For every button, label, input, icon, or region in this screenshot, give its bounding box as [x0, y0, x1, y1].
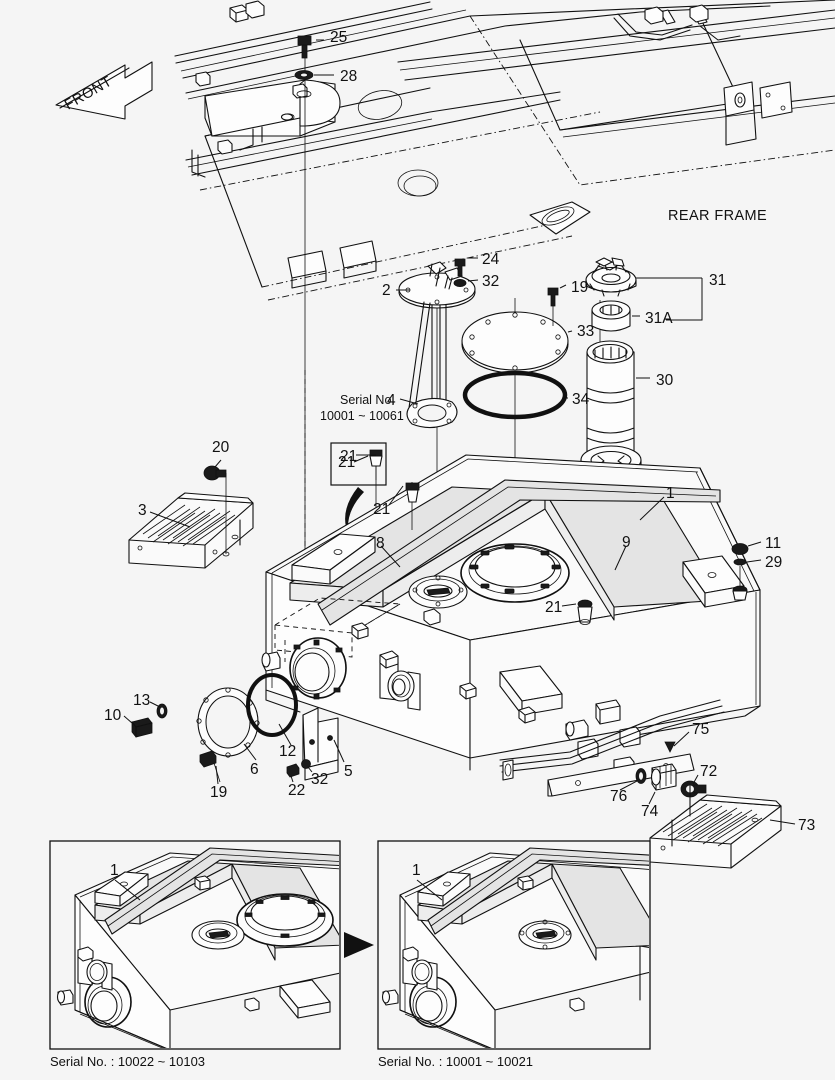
callout-75: 75 [692, 721, 709, 738]
part-32a-nut [453, 278, 467, 287]
inset-left-caption: Serial No. : 10022 ~ 10103 [50, 1054, 205, 1069]
serial-callout-line1: Serial No. [340, 393, 395, 407]
callout-20: 20 [212, 439, 230, 456]
serial-callout-line2: 10001 ~ 10061 [320, 409, 404, 423]
tank-small-opening [408, 575, 468, 609]
callout-19b: 19 [210, 784, 227, 801]
tank-front-flange-left [289, 637, 347, 700]
callout-30: 30 [656, 372, 674, 389]
part-33-cover-plate [461, 311, 569, 374]
inset-left-panel: 1 Serial No. : 10022 ~ 10103 [49, 840, 341, 1069]
part-20-bolt [203, 465, 230, 557]
part-10-plug [131, 717, 153, 738]
callout-29: 29 [765, 554, 782, 571]
part-22-nut [286, 763, 300, 778]
part-25-bolt [297, 35, 312, 59]
part-21b-plug [577, 599, 593, 625]
part-73-step-platform [649, 785, 782, 869]
serial-callout-item: 21 [338, 454, 355, 471]
callout-13: 13 [133, 692, 150, 709]
callout-31: 31 [709, 272, 726, 289]
callout-19a: 19 [571, 279, 588, 296]
part-28-washer [294, 70, 314, 98]
callout-24: 24 [482, 251, 500, 268]
part-32b-nut [301, 759, 311, 769]
tank-hex-bosses [351, 608, 536, 724]
callout-leaders [123, 39, 796, 825]
callout-6: 6 [250, 761, 259, 778]
part-29-washer [732, 558, 748, 601]
part-24-bolt [454, 258, 466, 277]
part-75-clip [664, 741, 676, 753]
tank-front-port-center [379, 650, 421, 711]
callout-8: 8 [376, 535, 385, 552]
part-76-oring [635, 768, 647, 784]
callout-2: 2 [382, 282, 391, 299]
callout-28: 28 [340, 68, 357, 85]
callout-32b: 32 [311, 771, 328, 788]
callout-12: 12 [279, 743, 296, 760]
tank-filler-ring [460, 543, 570, 603]
inset-right-item-1: 1 [412, 862, 421, 879]
callout-72: 72 [700, 763, 717, 780]
part-2-sender-unit [398, 261, 476, 421]
part-12-oring [246, 673, 298, 737]
callout-4: 4 [387, 392, 396, 409]
callout-34: 34 [572, 391, 590, 408]
callout-73: 73 [798, 817, 815, 834]
callout-25: 25 [330, 29, 347, 46]
callout-21b: 21 [373, 501, 390, 518]
inset-right-caption: Serial No. : 10001 ~ 10021 [378, 1054, 533, 1069]
tank-right-face-details [499, 699, 725, 797]
part-34-o-ring [462, 370, 568, 420]
part-4-gasket [406, 397, 458, 429]
callout-31A: 31A [645, 310, 673, 327]
callout-76: 76 [610, 788, 627, 805]
callout-numbers: 25 28 24 32 2 19 31 31A 33 30 34 4 20 21… [104, 29, 815, 834]
part-11-plug [731, 543, 749, 555]
inset-right-panel: 1 Serial No. : 10001 ~ 10021 [377, 840, 651, 1069]
callout-5: 5 [344, 763, 353, 780]
callout-74: 74 [641, 803, 659, 820]
part-31A-adapter [591, 300, 631, 332]
inset-comparison-arrow [344, 932, 374, 958]
part-13-oring [156, 703, 168, 719]
callout-11: 11 [765, 535, 781, 552]
part-5-bracket [302, 707, 339, 781]
callout-21c: 21 [545, 599, 562, 616]
part-31-filter-cap [585, 257, 637, 297]
tank-side-nipple [261, 651, 281, 672]
callout-9: 9 [622, 534, 631, 551]
part-19a-bolt [547, 287, 559, 326]
serial-no-callout: Serial No. 10001 ~ 10061 21 [320, 393, 404, 536]
callout-32a: 32 [482, 273, 499, 290]
callout-1: 1 [666, 485, 675, 502]
part-21a-plug [405, 482, 420, 530]
callout-33: 33 [577, 323, 594, 340]
callout-10: 10 [104, 707, 122, 724]
callout-22: 22 [288, 782, 305, 799]
callout-21a: 21 [340, 448, 357, 465]
callout-3: 3 [138, 502, 147, 519]
rear-frame-label: REAR FRAME [668, 208, 767, 224]
rear-frame-assembly [174, 0, 835, 301]
part-6-gasket [196, 687, 260, 758]
part-74-fitting [650, 763, 677, 791]
inset-left-item-1: 1 [110, 862, 119, 879]
main-tank-assembly [261, 454, 761, 797]
